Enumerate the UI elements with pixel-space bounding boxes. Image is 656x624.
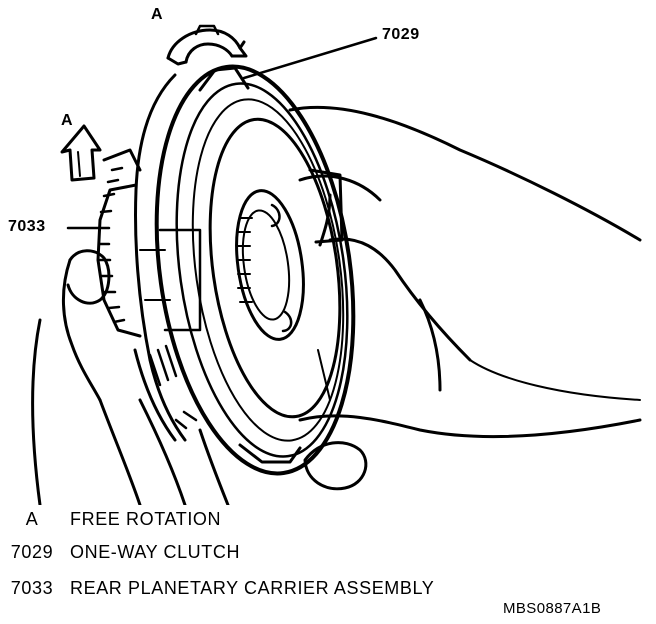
left-hand-illustration — [31, 249, 230, 505]
rear-planetary-carrier-7033 — [96, 73, 202, 442]
figure-id: MBS0887A1B — [503, 600, 602, 617]
rotation-arrow-left — [60, 124, 102, 182]
legend-description: ONE-WAY CLUTCH — [70, 542, 241, 562]
leader-line-7029 — [242, 36, 378, 80]
legend-description: FREE ROTATION — [70, 509, 222, 529]
one-way-clutch-7029 — [154, 64, 356, 476]
clutch-carrier-illustration — [31, 24, 642, 505]
legend-key: 7029 — [10, 542, 54, 562]
callout-7029: 7029 — [382, 26, 420, 43]
legend-key: A — [25, 509, 39, 529]
legend-description: REAR PLANETARY CARRIER ASSEMBLY — [70, 578, 435, 598]
legend-key: 7033 — [10, 578, 54, 598]
callout-a-top: A — [151, 6, 164, 23]
callout-7033: 7033 — [8, 218, 46, 235]
rotation-arrow-top — [166, 24, 248, 66]
callout-a-left: A — [61, 112, 74, 129]
